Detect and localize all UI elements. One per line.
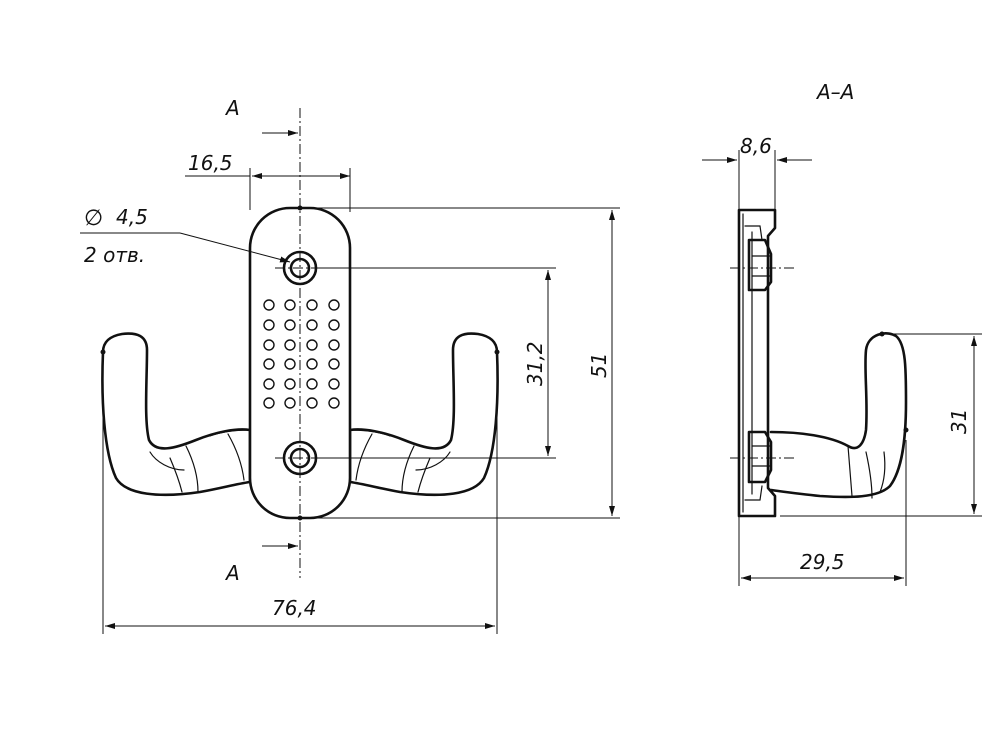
section-boss-top	[747, 238, 773, 292]
section-hook	[769, 332, 908, 499]
section-plate	[737, 208, 777, 518]
plate-dot	[306, 339, 318, 351]
section-label-bottom: A	[224, 561, 240, 585]
plate-dot	[328, 299, 340, 311]
plate-dot	[328, 397, 340, 409]
plate-dot	[263, 358, 275, 370]
left-hook-arm	[101, 332, 252, 497]
dim-overall-width: 76,4	[272, 596, 317, 620]
front-view: A A 16,5 ∅ 4,5 2 отв. 31,2 51 76,4	[80, 96, 620, 634]
section-view-title: A–A	[815, 80, 854, 104]
section-label-top: A	[224, 96, 240, 120]
plate-dot	[306, 378, 318, 390]
plate-dot	[306, 358, 318, 370]
section-boss-bottom	[747, 430, 773, 484]
plate-dot	[284, 339, 296, 351]
section-view: A–A 8,6	[702, 80, 982, 586]
plate-dot	[263, 299, 275, 311]
plate-dot	[263, 397, 275, 409]
dim-plate-height: 51	[587, 353, 611, 378]
plate-dot	[263, 319, 275, 331]
plate-dot	[306, 299, 318, 311]
hole-diameter-symbol: ∅	[84, 206, 103, 231]
plate-dot	[284, 397, 296, 409]
dim-hole-diameter: 4,5	[116, 205, 148, 229]
plate-dot	[284, 358, 296, 370]
plate-dot	[284, 378, 296, 390]
plate-dot	[284, 319, 296, 331]
plate-dot	[263, 339, 275, 351]
dim-hook-height: 31	[947, 409, 971, 434]
dim-hole-spacing: 31,2	[523, 341, 547, 386]
plate-dot	[306, 319, 318, 331]
plate-dot	[263, 378, 275, 390]
decorative-dot-grid	[263, 299, 340, 409]
plate-dot	[306, 397, 318, 409]
leader-hole	[179, 232, 291, 263]
plate-dot	[328, 339, 340, 351]
dim-side-thickness: 8,6	[740, 134, 772, 158]
right-hook-arm	[348, 332, 499, 497]
plate-dot	[328, 378, 340, 390]
dim-overall-depth: 29,5	[800, 550, 845, 574]
plate-dot	[328, 358, 340, 370]
plate-dot	[328, 319, 340, 331]
plate-dot	[284, 299, 296, 311]
hole-count: 2 отв.	[84, 243, 145, 267]
dim-plate-width: 16,5	[188, 151, 233, 175]
